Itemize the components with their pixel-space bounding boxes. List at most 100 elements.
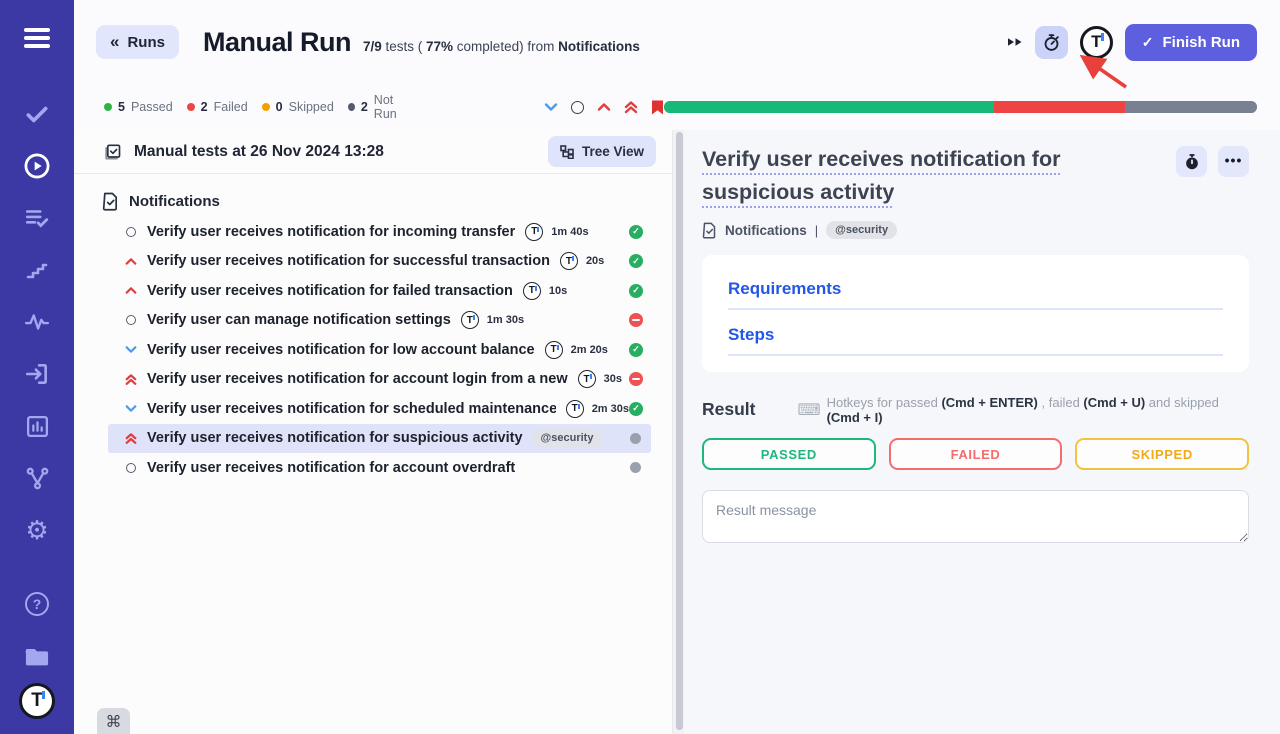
ellipsis-icon: ••• [1224,151,1243,168]
sign-in-icon[interactable] [0,348,74,400]
fast-forward-icon[interactable] [1007,35,1023,49]
failed-button[interactable]: FAILED [888,438,1063,470]
double-chevron-up-icon[interactable] [624,100,638,114]
priority-filter-icons [544,100,664,115]
status-notrun-icon [630,432,641,444]
test-row[interactable]: Verify user receives notification for su… [108,423,651,453]
folder-icon[interactable] [0,630,74,682]
command-key-icon[interactable]: ⌘ [97,708,130,734]
circle-outline-icon[interactable] [571,100,585,114]
security-tag[interactable]: @security [826,221,898,239]
bar-chart-icon[interactable] [0,400,74,452]
keyboard-icon: ⌨ [797,402,821,419]
sidebar: ⚙ ? [0,0,74,734]
priority-normal-icon [124,462,138,473]
test-duration: 30s [603,373,622,386]
test-runner-icon [522,281,541,300]
gear-icon[interactable]: ⚙ [25,515,49,545]
status-failed-icon [629,372,643,387]
status-failed-icon [629,313,643,328]
passed-button[interactable]: PASSED [702,438,876,470]
topbar: « Runs Manual Run 7/9 tests ( 77% comple… [74,0,1280,84]
test-row[interactable]: Verify user receives notification for sc… [108,394,651,424]
run-subtitle: 7/9 tests ( 77% completed) from Notifica… [362,38,640,54]
test-duration: 1m 40s [551,225,589,238]
test-title: Verify user can manage notification sett… [147,312,451,329]
suite-group-row[interactable]: Notifications [74,187,672,215]
test-runner-icon [565,399,584,418]
test-tag: @security [531,429,603,448]
stopwatch-filled-icon [1185,153,1198,169]
test-row[interactable]: Verify user receives notification for su… [108,247,651,277]
run-list-title: Manual tests at 26 Nov 2024 13:28 [134,142,384,160]
branch-icon[interactable] [0,452,74,504]
status-passed-icon: ✓ [629,401,643,416]
help-icon[interactable]: ? [0,578,74,630]
logo-icon[interactable] [0,682,74,734]
result-message-input[interactable] [702,490,1249,543]
pulse-icon[interactable] [0,296,74,348]
priority-normal-icon [124,315,138,326]
status-passed-icon: ✓ [629,224,643,239]
test-runner-icon [559,252,578,271]
stopwatch-icon [1044,33,1059,51]
test-runner-icon [577,370,596,389]
requirements-section-toggle[interactable]: Requirements [728,279,842,298]
panel-scrollbar[interactable] [672,130,684,734]
list-check-icon[interactable] [0,192,74,244]
breadcrumb: Notifications | @security [702,221,1249,239]
check-icon[interactable] [0,88,74,140]
finish-run-label: Finish Run [1162,33,1241,51]
test-row[interactable]: Verify user can manage notification sett… [108,306,651,336]
test-row[interactable]: Verify user receives notification for lo… [108,335,651,365]
chevron-down-icon[interactable] [544,102,558,112]
finish-run-button[interactable]: ✓ Finish Run [1124,23,1257,61]
bookmark-icon[interactable] [651,100,664,115]
play-circle-icon[interactable] [0,140,74,192]
status-passed-icon: ✓ [629,283,643,298]
timer-toggle-button[interactable] [1034,25,1068,59]
breadcrumb-suite[interactable]: Notifications [725,222,807,238]
test-duration: 20s [585,255,605,268]
test-title: Verify user receives notification for ac… [147,459,516,476]
skipped-button[interactable]: SKIPPED [1075,438,1250,470]
hotkeys-hint: ⌨ Hotkeys for passed (Cmd + ENTER) , fai… [797,395,1219,425]
steps-section-toggle[interactable]: Steps [728,325,775,344]
test-duration: 10s [548,284,568,297]
status-passed-icon: ✓ [629,342,643,357]
test-title: Verify user receives notification for su… [147,430,523,447]
checklist-icon [105,144,121,159]
test-timer-button[interactable] [1176,146,1207,177]
page-title: Manual Run [202,26,352,57]
back-to-runs-button[interactable]: « Runs [96,25,179,59]
test-duration: 2m 20s [570,343,608,356]
test-duration: 2m 30s [591,402,629,415]
steps-icon[interactable] [0,244,74,296]
progress-notrun [1125,101,1257,113]
detail-card: Requirements Steps [702,255,1249,372]
tree-view-label: Tree View [581,144,644,159]
progress-passed [664,101,994,113]
app-logo-icon[interactable] [1079,25,1113,59]
main-area: « Runs Manual Run 7/9 tests ( 77% comple… [74,0,1280,734]
test-row[interactable]: Verify user receives notification for ac… [108,365,651,395]
test-row[interactable]: Verify user receives notification for in… [108,217,651,247]
more-options-button[interactable]: ••• [1218,146,1249,177]
test-detail-title[interactable]: Verify user receives notification for su… [702,147,1061,204]
chevron-up-icon[interactable] [597,102,611,112]
test-runner-icon [544,340,563,359]
test-row[interactable]: Verify user receives notification for fa… [108,276,651,306]
test-runner-icon [525,222,544,241]
suite-file-icon [702,222,716,238]
test-title: Verify user receives notification for fa… [147,282,513,299]
back-to-runs-label: Runs [127,33,165,51]
suite-file-icon [102,192,118,211]
scrollbar-thumb[interactable] [675,132,683,730]
priority-critical-icon [124,432,138,445]
menu-icon[interactable] [0,10,74,66]
test-title: Verify user receives notification for su… [147,253,550,270]
tree-view-button[interactable]: Tree View [547,136,656,167]
test-row[interactable]: Verify user receives notification for ac… [108,453,651,483]
